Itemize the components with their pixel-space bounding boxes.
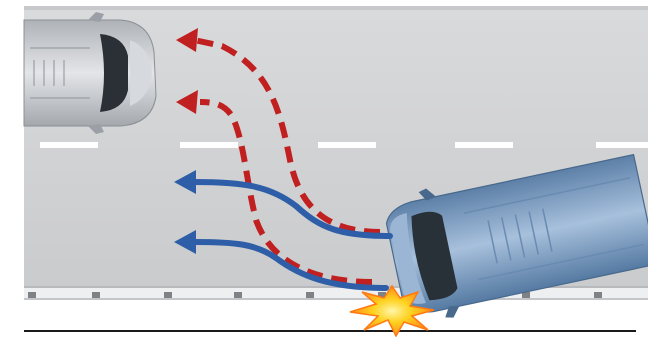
blue-arrowhead-upper: [174, 170, 196, 194]
bottom-rule: [24, 330, 636, 332]
red-path-lower: [176, 90, 373, 285]
blue-arrowhead-lower: [174, 230, 196, 254]
blue-car-icon: [385, 153, 648, 318]
blue-path-lower: [174, 230, 389, 291]
road-top-edge: [24, 6, 648, 10]
guardrail: [24, 286, 648, 300]
blue-path-upper: [174, 170, 393, 239]
silver-car-icon: [23, 12, 157, 134]
red-arrowhead-lower: [176, 90, 198, 114]
lane-divider: [40, 142, 648, 148]
red-arrowhead-upper: [176, 28, 198, 52]
impact-burst-icon: [349, 284, 435, 337]
red-path-upper: [176, 28, 381, 235]
